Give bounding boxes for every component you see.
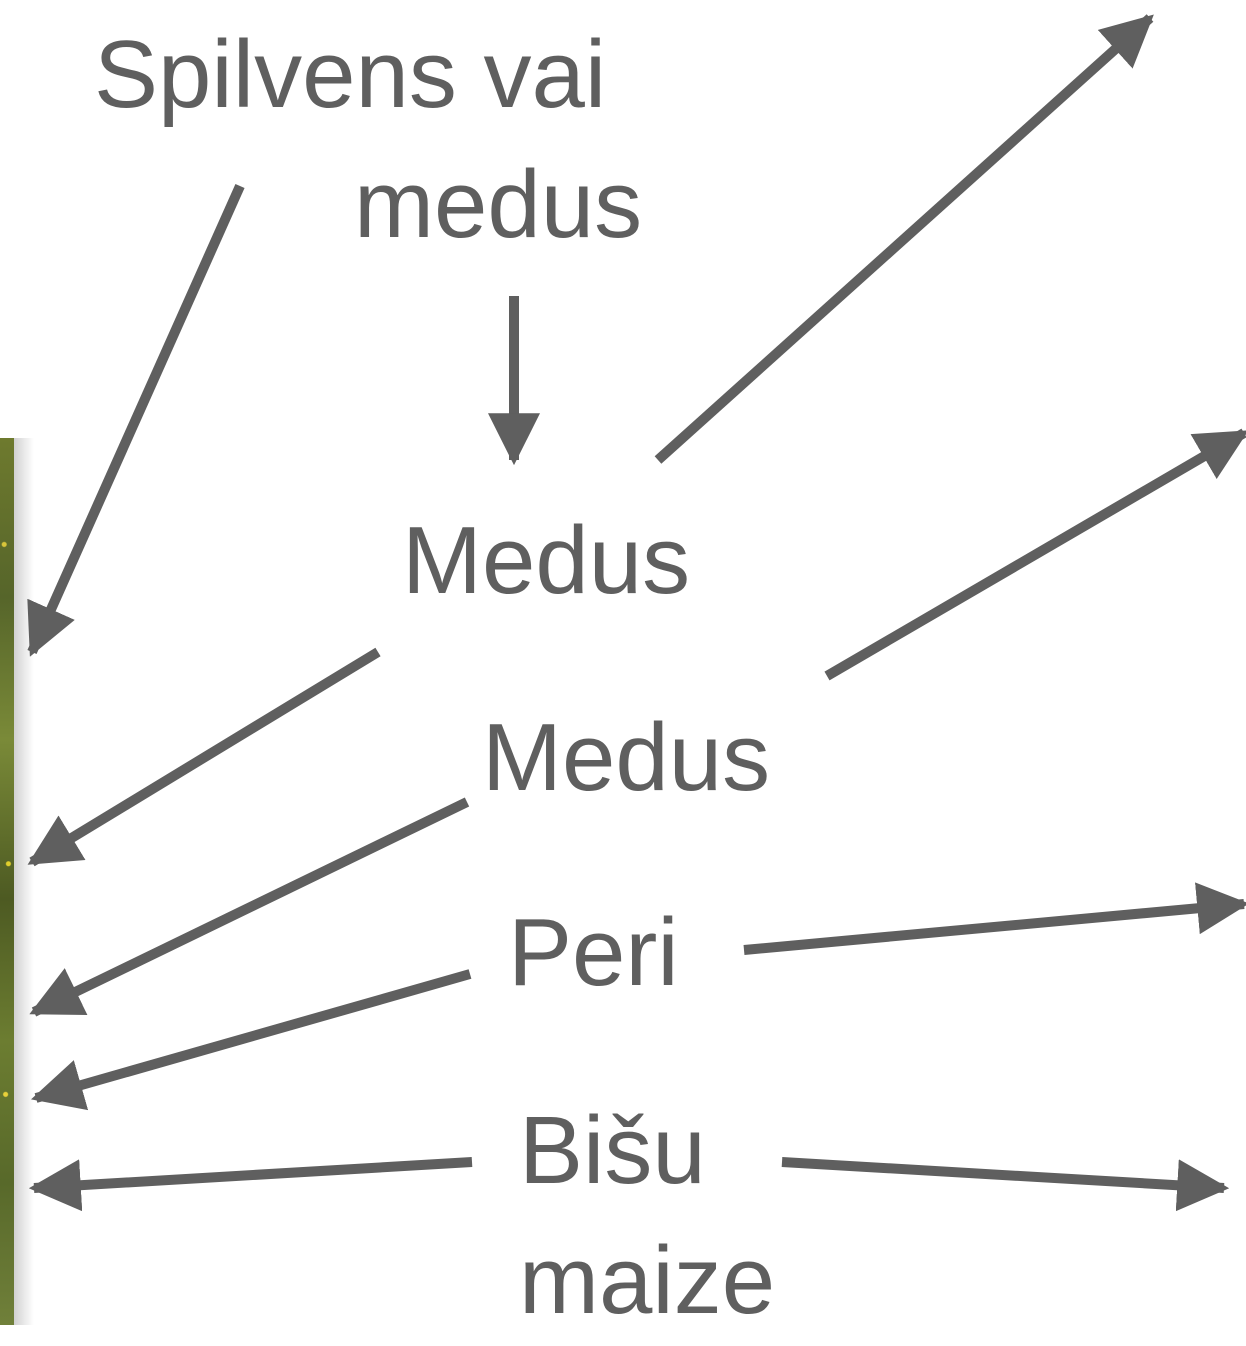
arrow-peri-left	[31, 969, 472, 1111]
arrow-bisu-right	[781, 1157, 1230, 1212]
label-honey-2: Medus	[482, 704, 771, 811]
arrow-peri-right	[743, 882, 1246, 955]
arrow-medus1-upright	[654, 14, 1154, 464]
photo-edge-image	[0, 438, 14, 1325]
arrow-medus2-upright	[824, 428, 1246, 681]
label-pollen-or-honey-line1: Spilvens vai	[94, 21, 607, 128]
label-bee-bread-line1: Bišu	[519, 1097, 706, 1204]
label-honey-1: Medus	[402, 507, 691, 614]
arrow-spilvens-to-left	[27, 183, 245, 657]
photo-edge-shadow	[14, 438, 34, 1325]
label-peri: Peri	[508, 899, 679, 1006]
label-bee-bread-line2: maize	[519, 1227, 776, 1334]
arrow-medus2-left	[29, 797, 470, 1017]
arrow-bisu-left	[28, 1157, 473, 1212]
arrow-medus1-left	[27, 647, 381, 867]
label-pollen-or-honey-line2: medus	[354, 151, 643, 258]
